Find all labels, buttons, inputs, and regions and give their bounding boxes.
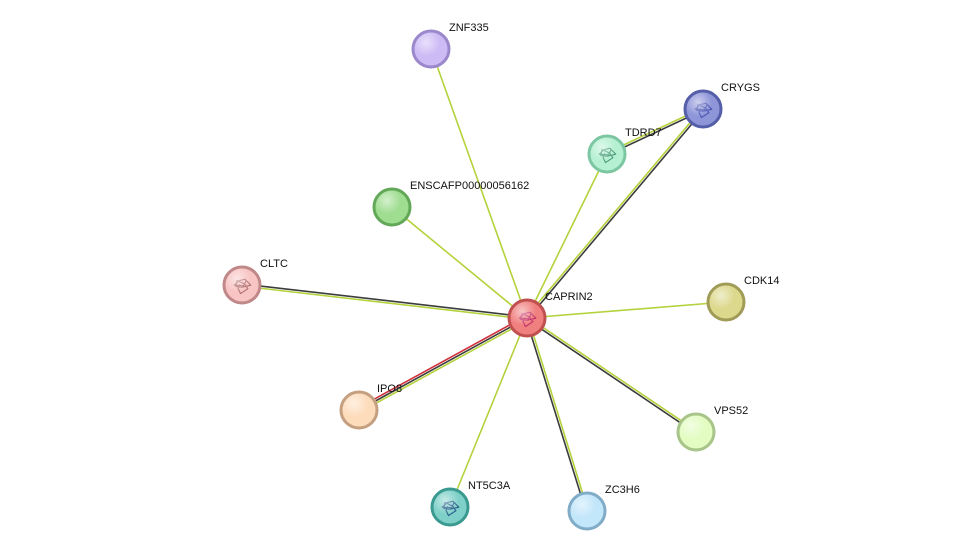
edge-strand: [430, 48, 528, 319]
edge-caprin2-zc3h6[interactable]: [525, 316, 589, 513]
node-enscafp00000056162[interactable]: ENSCAFP00000056162: [372, 180, 529, 227]
edge-strand: [241, 283, 528, 318]
node-label: CRYGS: [721, 82, 760, 94]
edge-strand: [525, 107, 703, 319]
node-circle[interactable]: [339, 390, 379, 430]
edge-strand: [525, 317, 587, 513]
edge-strand: [359, 319, 529, 413]
node-label: CDK14: [744, 275, 779, 287]
node-circle[interactable]: [676, 412, 716, 452]
edge-caprin2-cltc[interactable]: [241, 283, 528, 320]
edge-strand: [357, 315, 527, 409]
node-label: ZNF335: [449, 22, 489, 34]
node-label: VPS52: [714, 405, 748, 417]
edge-caprin2-nt5c3a[interactable]: [449, 317, 528, 508]
edge-caprin2-crygs[interactable]: [525, 107, 705, 320]
node-circle[interactable]: [411, 29, 451, 69]
edge-strand: [391, 206, 528, 319]
node-cltc[interactable]: CLTC: [222, 258, 288, 305]
edge-strand: [526, 316, 698, 432]
node-nt5c3a[interactable]: NT5C3A: [430, 480, 511, 527]
node-crygs[interactable]: CRYGS: [683, 82, 760, 129]
node-circle[interactable]: [222, 265, 262, 305]
node-znf335[interactable]: ZNF335: [411, 22, 489, 69]
edge-strand: [241, 285, 528, 320]
edge-caprin2-enscafp00000056162[interactable]: [391, 206, 528, 319]
node-circle[interactable]: [706, 282, 746, 322]
edges-layer: [241, 48, 727, 513]
node-circle[interactable]: [372, 187, 412, 227]
edge-strand: [525, 318, 697, 434]
node-label: NT5C3A: [468, 480, 511, 492]
node-ipo8[interactable]: IPO8: [339, 383, 402, 430]
node-tdrd7[interactable]: TDRD7: [587, 127, 662, 174]
node-label: ZC3H6: [605, 484, 640, 496]
node-circle[interactable]: [567, 491, 607, 531]
node-circle[interactable]: [430, 487, 470, 527]
edge-caprin2-znf335[interactable]: [430, 48, 528, 319]
node-vps52[interactable]: VPS52: [676, 405, 748, 452]
edge-caprin2-ipo8[interactable]: [357, 315, 529, 413]
node-circle[interactable]: [507, 298, 547, 338]
edge-caprin2-vps52[interactable]: [525, 316, 698, 434]
edge-strand: [527, 316, 589, 512]
node-cdk14[interactable]: CDK14: [706, 275, 779, 322]
node-label: IPO8: [377, 383, 402, 395]
node-label: CAPRIN2: [545, 291, 593, 303]
edge-strand: [527, 108, 705, 320]
node-circle[interactable]: [587, 134, 627, 174]
edge-caprin2-cdk14[interactable]: [526, 301, 727, 319]
edge-strand: [526, 301, 727, 319]
edge-strand: [358, 317, 528, 411]
edge-strand: [449, 317, 528, 508]
node-label: ENSCAFP00000056162: [410, 180, 529, 192]
node-label: CLTC: [260, 258, 288, 270]
edge-strand: [526, 153, 608, 319]
node-label: TDRD7: [625, 127, 662, 139]
edge-caprin2-tdrd7[interactable]: [526, 153, 608, 319]
node-circle[interactable]: [683, 89, 723, 129]
